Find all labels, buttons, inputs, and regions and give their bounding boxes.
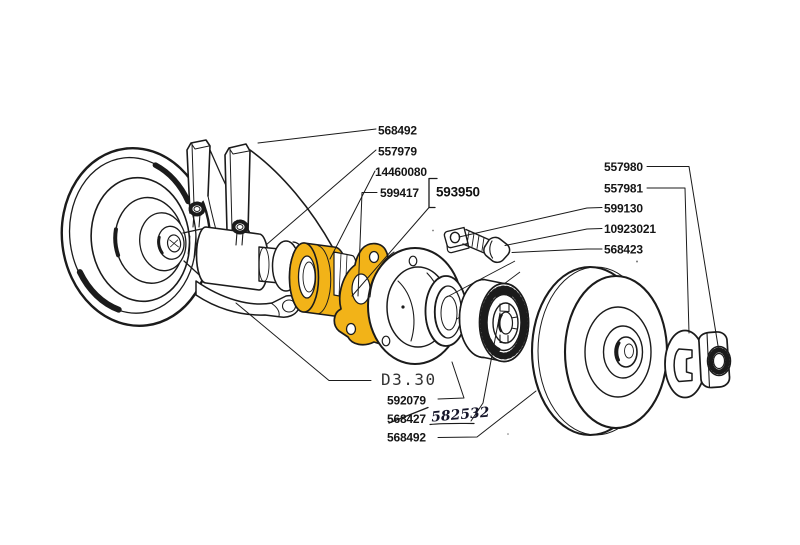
part-number-557980: 557980 xyxy=(604,160,643,174)
leader-557980 xyxy=(646,166,720,353)
leader-568492-top xyxy=(257,128,377,144)
axle-nut xyxy=(698,331,732,389)
part-number-568492-bottom: 568492 xyxy=(387,431,426,445)
leader-557981 xyxy=(646,187,690,334)
part-number-568423: 568423 xyxy=(604,243,643,257)
callout-labels: 568492 557979 14460080 599417 593950 557… xyxy=(375,124,657,445)
leader-d330 xyxy=(235,302,372,381)
leader-599417 xyxy=(357,192,378,297)
lock-plate xyxy=(443,226,470,254)
leader-557979 xyxy=(265,149,377,246)
part-number-557981: 557981 xyxy=(604,182,643,196)
part-number-10923021: 10923021 xyxy=(604,222,656,236)
drawing-reference-d330: D3.30 xyxy=(381,370,437,389)
brake-drum-wheel xyxy=(60,147,212,327)
part-number-599417: 599417 xyxy=(380,186,419,200)
leader-568492-bottom xyxy=(437,390,537,438)
leader-568423 xyxy=(511,248,603,253)
part-number-593950-assembly: 593950 xyxy=(436,185,480,200)
bracket-stud-washers xyxy=(188,201,249,246)
part-number-568427-superseded: 568427 xyxy=(387,412,426,426)
handwritten-part-number-582532: 582532 xyxy=(431,405,491,426)
leader-599130 xyxy=(458,207,603,238)
part-number-592079: 592079 xyxy=(387,394,426,408)
part-number-599130: 599130 xyxy=(604,202,643,216)
leader-10923021 xyxy=(504,228,603,246)
leader-lines xyxy=(235,128,720,438)
mounting-bolt xyxy=(462,228,511,264)
group-bracket-593950 xyxy=(428,177,438,209)
leader-593950 xyxy=(351,207,430,297)
part-number-557979: 557979 xyxy=(378,145,417,159)
print-specks xyxy=(432,229,638,435)
underline-582532 xyxy=(429,422,475,426)
strikethrough-568427 xyxy=(388,406,429,424)
pulley-wheel xyxy=(530,265,669,437)
part-number-14460080: 14460080 xyxy=(375,165,427,179)
leader-592079 xyxy=(437,361,465,400)
part-number-568492-top: 568492 xyxy=(378,124,417,138)
leader-14460080 xyxy=(329,170,376,260)
leader-582532 xyxy=(470,312,501,422)
roller-bearing xyxy=(458,278,530,363)
seal-ring xyxy=(424,275,468,347)
